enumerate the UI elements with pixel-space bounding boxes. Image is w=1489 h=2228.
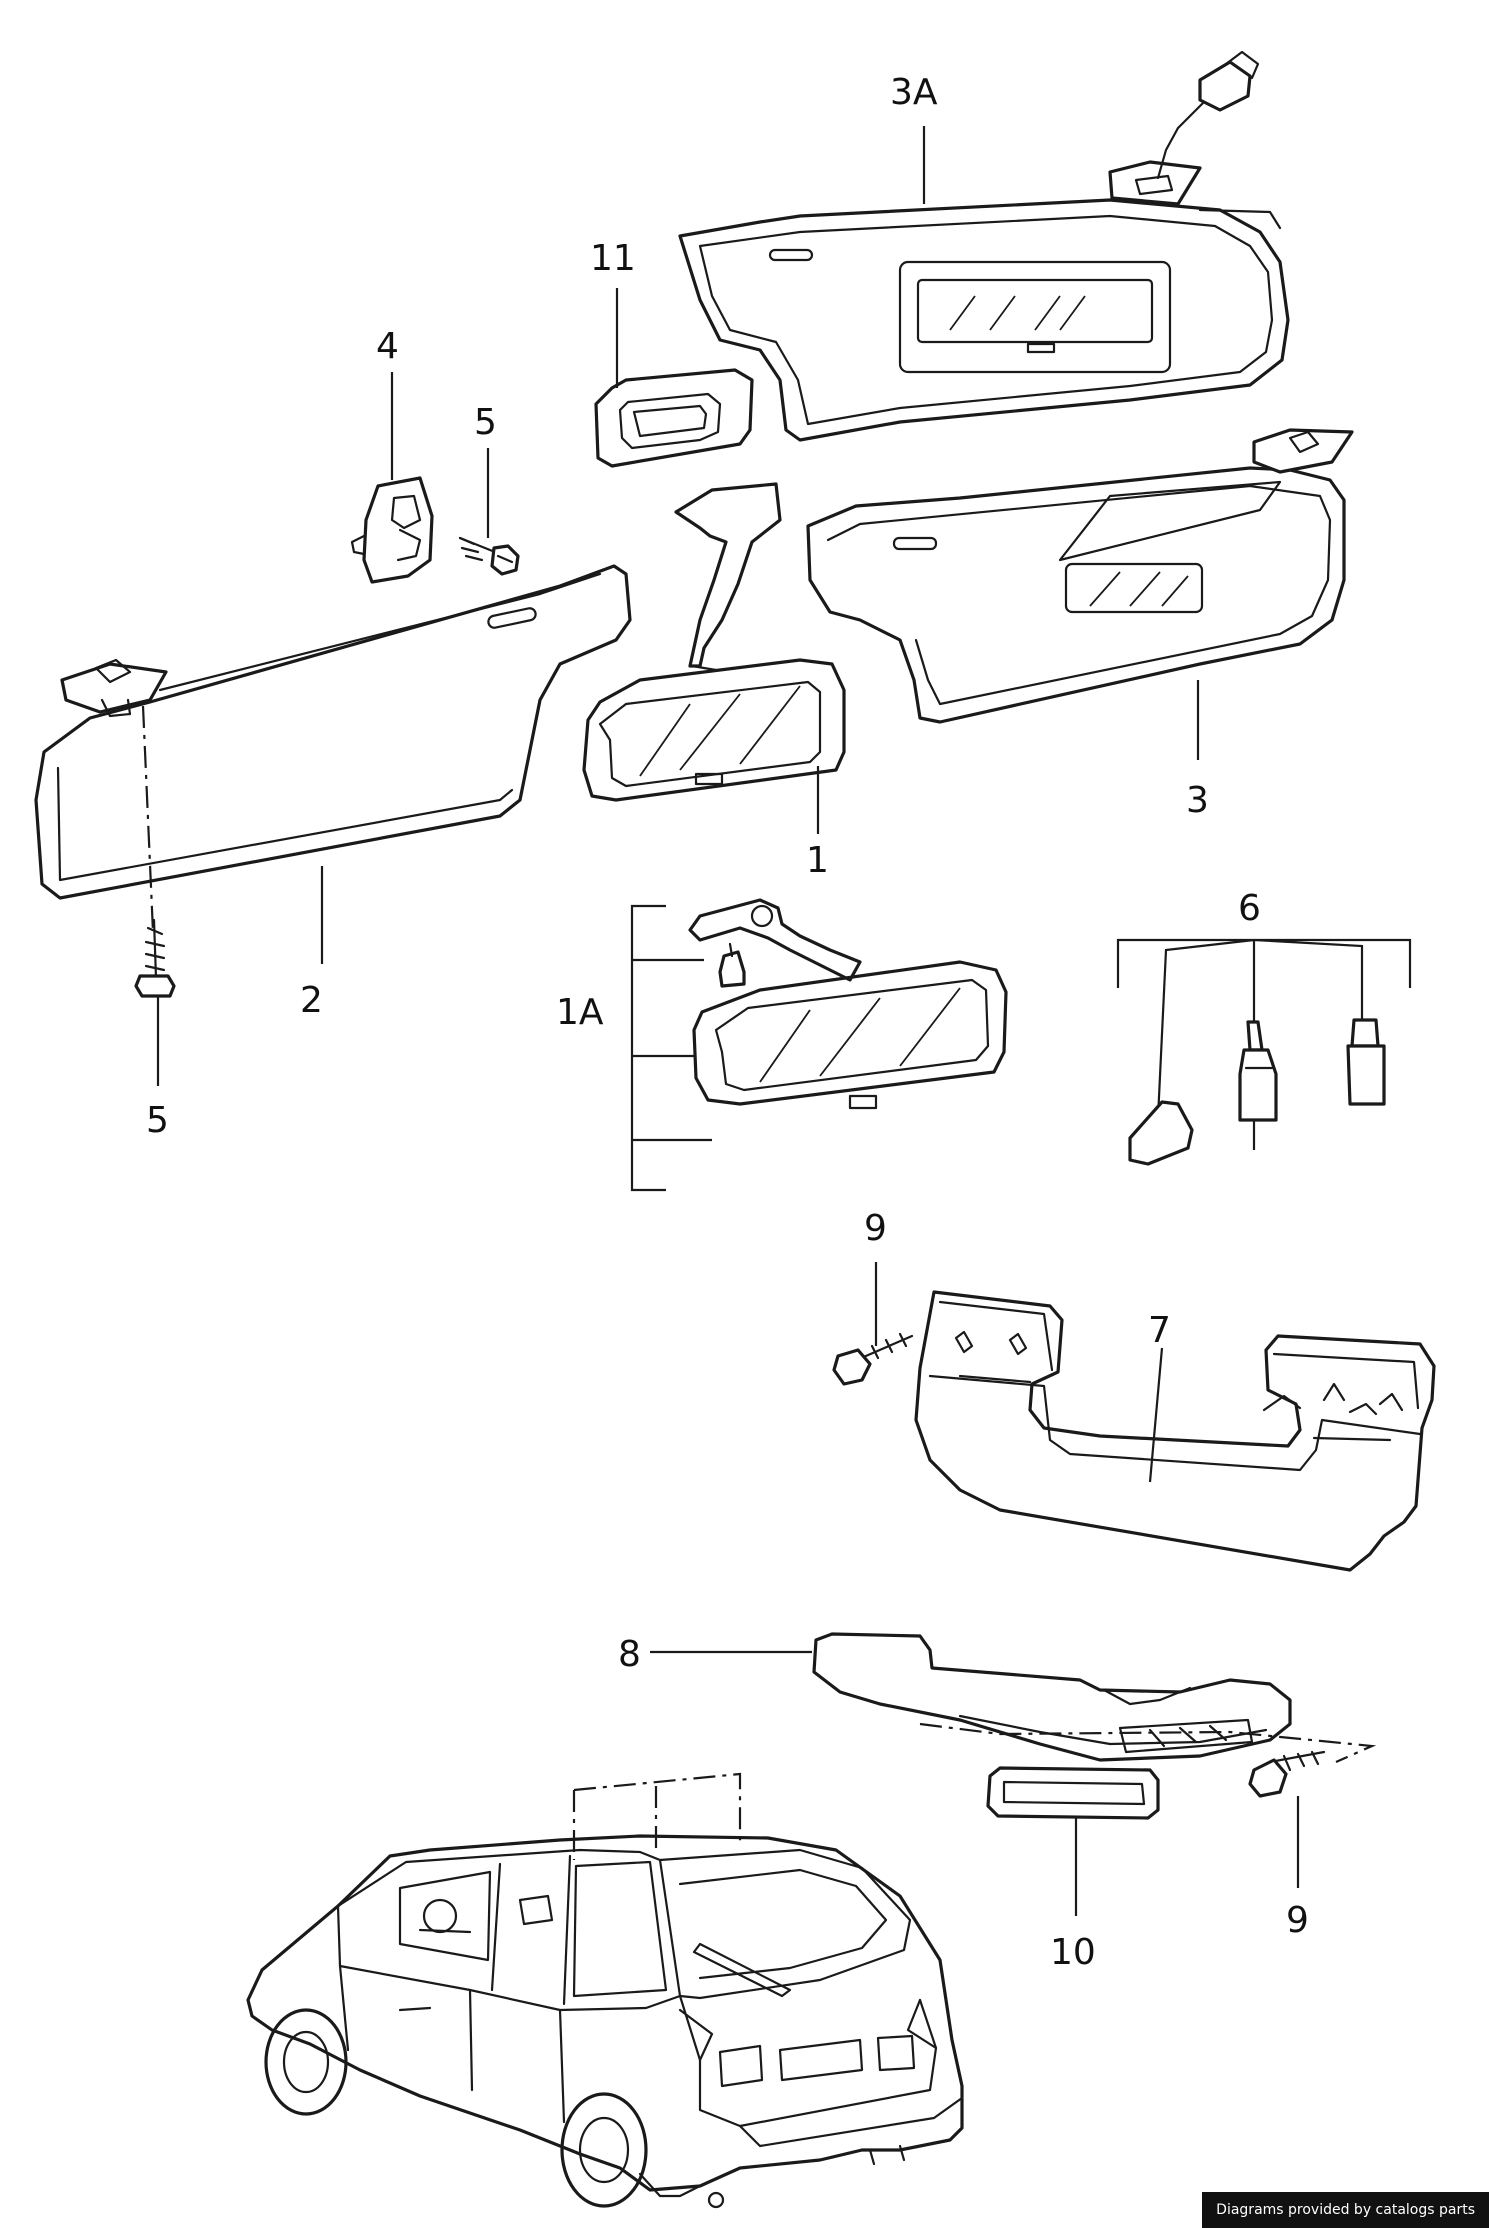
callout-9-upper: 9 [864,1208,887,1249]
bracket-1a [630,904,712,1192]
kit-pin[interactable] [1346,1018,1386,1106]
callout-3a: 3A [890,72,938,113]
visor-clip[interactable] [350,476,434,584]
callout-8: 8 [618,1634,641,1675]
assembly-axis-handle [919,1722,1377,1764]
leader-lines [156,126,1300,1916]
sun-visor-left[interactable] [34,564,632,900]
kit-tube[interactable] [1238,1020,1278,1122]
callout-1a: 1A [556,992,604,1033]
grab-handle[interactable] [812,1632,1292,1762]
callout-9-lower: 9 [1286,1900,1309,1941]
lamp-lens[interactable] [594,368,754,468]
screw-9-upper[interactable] [832,1332,914,1386]
callout-1: 1 [806,840,829,881]
callout-2: 2 [300,980,323,1021]
kit-wedge[interactable] [1128,1100,1194,1166]
cover-cap[interactable] [986,1766,1160,1820]
callout-5-upper: 5 [474,402,497,443]
rear-view-mirror[interactable] [582,482,846,802]
grab-handle-cover[interactable] [914,1290,1436,1572]
assembly-axis-visor [141,705,155,933]
callout-4: 4 [376,326,399,367]
screw-upper[interactable] [458,536,520,576]
callout-3: 3 [1186,780,1209,821]
rear-view-mirror-assembly[interactable] [688,898,1008,1110]
diagram-credit: Diagrams provided by catalogs parts [1202,2192,1489,2228]
callout-5-lower: 5 [146,1100,169,1141]
screw-lower[interactable] [134,918,176,998]
screw-9-lower[interactable] [1248,1750,1326,1798]
callout-10: 10 [1050,1932,1096,1973]
sun-visor-right[interactable] [806,428,1354,724]
callouts: 3A 11 4 5 3 1 6 2 1A 5 9 7 8 9 10 [146,72,1309,1973]
sun-visor-with-lighted-mirror[interactable] [678,50,1290,442]
callout-6: 6 [1238,888,1261,929]
callout-11: 11 [590,238,636,279]
car-body [246,1772,964,2209]
callout-7: 7 [1148,1310,1171,1351]
